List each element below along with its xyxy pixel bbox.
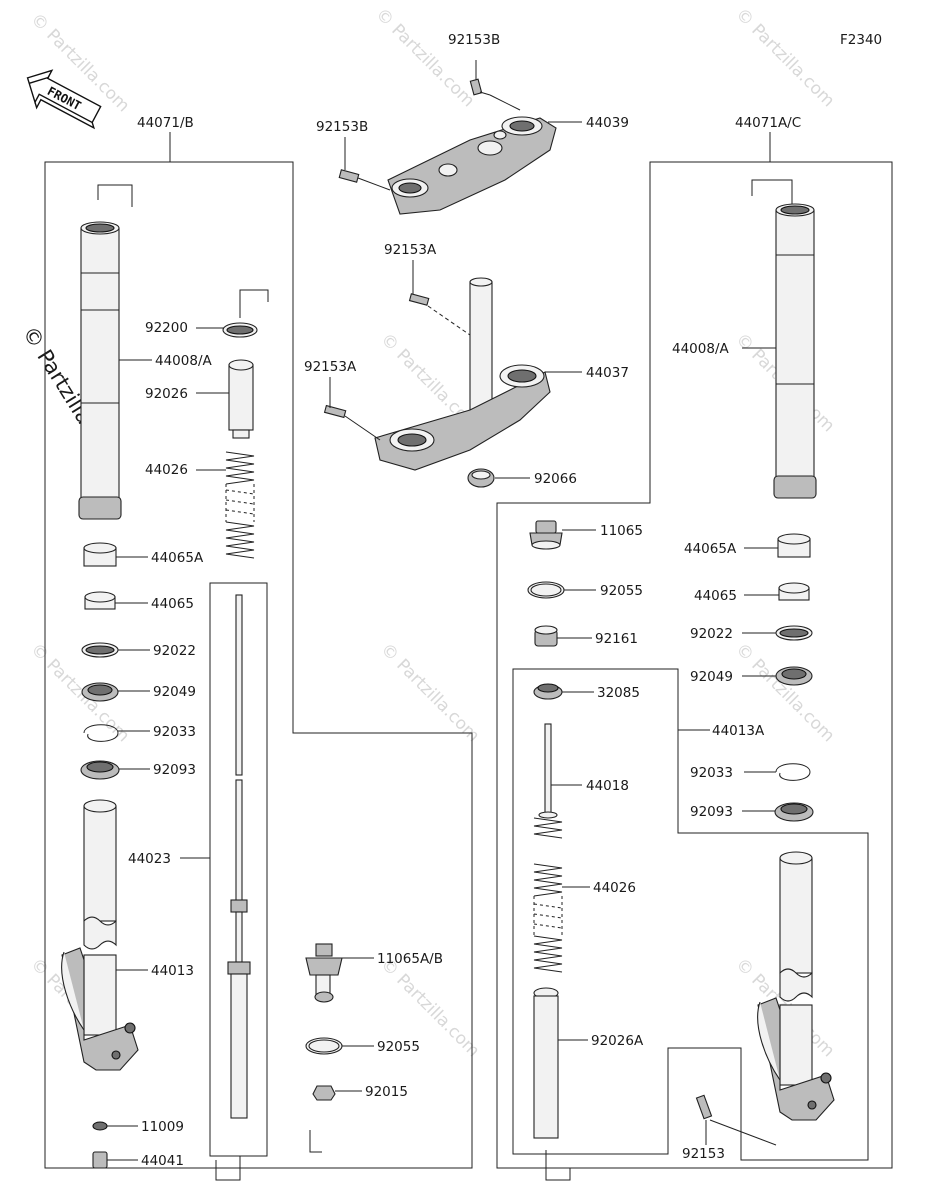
seal-92066 [467, 468, 495, 488]
label-r-92093: 92093 [690, 804, 733, 820]
label-l-92049: 92049 [153, 684, 196, 700]
right-cup-32085 [533, 683, 563, 700]
label-l-92093: 92093 [153, 762, 196, 778]
left-assembly-box [44, 161, 473, 1169]
label-r-92033: 92033 [690, 765, 733, 781]
label-r-92055: 92055 [600, 583, 643, 599]
label-44037: 44037 [586, 365, 629, 381]
label-92153a-top: 92153A [384, 242, 437, 258]
label-r-92049: 92049 [690, 669, 733, 685]
label-l-44065: 44065 [151, 596, 194, 612]
right-clip-92033 [775, 763, 811, 781]
label-r-44026: 44026 [593, 880, 636, 896]
label-92153a-left: 92153A [304, 359, 357, 375]
label-l-44023: 44023 [128, 851, 171, 867]
left-inner-tube [78, 184, 133, 520]
watermark: © Partzilla.com [731, 4, 838, 111]
label-l-92022: 92022 [153, 643, 196, 659]
bolt-92153b-left [338, 169, 391, 191]
label-c-11065ab: 11065A/B [377, 951, 443, 967]
right-bush-44065 [778, 582, 810, 601]
right-bolt-92153 [695, 1094, 777, 1146]
label-l-44065a: 44065A [151, 550, 204, 566]
left-cylinder-44023 [227, 594, 251, 1119]
right-rod-44018 [533, 723, 563, 839]
right-outer-tube [757, 851, 835, 1121]
left-bush-44065 [84, 591, 116, 610]
right-oring-92055 [527, 581, 565, 599]
label-l-44041: 44041 [141, 1153, 184, 1169]
left-bush-44065a [83, 542, 117, 567]
watermark: © Partzilla.com [371, 4, 478, 111]
left-clip-92033 [83, 724, 119, 742]
right-cap-11065 [529, 520, 563, 550]
upper-bracket [387, 116, 557, 215]
cartridge-box [512, 668, 869, 1161]
center-cap-11065ab [305, 943, 343, 1003]
center-oring-92055 [305, 1037, 343, 1055]
left-gasket-11009 [92, 1121, 108, 1131]
label-l-92033: 92033 [153, 724, 196, 740]
label-l-92200: 92200 [145, 320, 188, 336]
label-c-92015: 92015 [365, 1084, 408, 1100]
left-outer-tube-44013 [61, 799, 139, 1071]
label-r-44065: 44065 [694, 588, 737, 604]
right-nut-92161 [534, 625, 558, 647]
left-spacer-92026 [228, 359, 254, 439]
watermark: © Partzilla.com [376, 639, 483, 746]
label-l-44008a: 44008/A [155, 353, 212, 369]
stem-bracket [374, 277, 551, 471]
figure-code: F2340 [840, 32, 882, 48]
label-92153b-top: 92153B [448, 32, 500, 48]
label-r-92022: 92022 [690, 626, 733, 642]
left-ring-92200 [222, 289, 269, 338]
left-washer-92022 [81, 642, 119, 658]
label-l-44013: 44013 [151, 963, 194, 979]
right-dust-92093 [774, 802, 814, 822]
label-r-44065a: 44065A [684, 541, 737, 557]
label-92153b-left: 92153B [316, 119, 368, 135]
right-inner-tube [751, 179, 817, 499]
right-washer-92022 [775, 625, 813, 641]
left-bolt-44041 [92, 1151, 108, 1169]
left-spring-44026 [225, 451, 255, 559]
label-r-11065: 11065 [600, 523, 643, 539]
label-44071a-c: 44071A/C [735, 115, 801, 131]
label-r-44008a: 44008/A [672, 341, 729, 357]
right-bush-44065a [777, 533, 811, 558]
label-l-92026: 92026 [145, 386, 188, 402]
label-r-92161: 92161 [595, 631, 638, 647]
bolt-92153a-top [408, 293, 471, 336]
label-c-92055: 92055 [377, 1039, 420, 1055]
cylinder-box [209, 582, 268, 1157]
right-seal-92049 [775, 666, 813, 686]
left-seal-92049 [81, 682, 119, 702]
right-spring-44026 [533, 863, 563, 973]
label-92066: 92066 [534, 471, 577, 487]
label-r-44018: 44018 [586, 778, 629, 794]
label-44039: 44039 [586, 115, 629, 131]
label-r-92026a: 92026A [591, 1033, 644, 1049]
left-dust-92093 [80, 760, 120, 780]
label-r-44013a: 44013A [712, 723, 765, 739]
label-44071-b: 44071/B [137, 115, 194, 131]
bolt-92153a-left [323, 404, 381, 441]
right-assembly-box [496, 161, 893, 1169]
center-nut-92015 [309, 1085, 336, 1153]
label-l-11009: 11009 [141, 1119, 184, 1135]
right-spacer-92026a [533, 987, 559, 1139]
label-l-44026: 44026 [145, 462, 188, 478]
label-r-32085: 32085 [597, 685, 640, 701]
bolt-92153b-top [469, 78, 491, 96]
label-r-92153: 92153 [682, 1146, 725, 1162]
